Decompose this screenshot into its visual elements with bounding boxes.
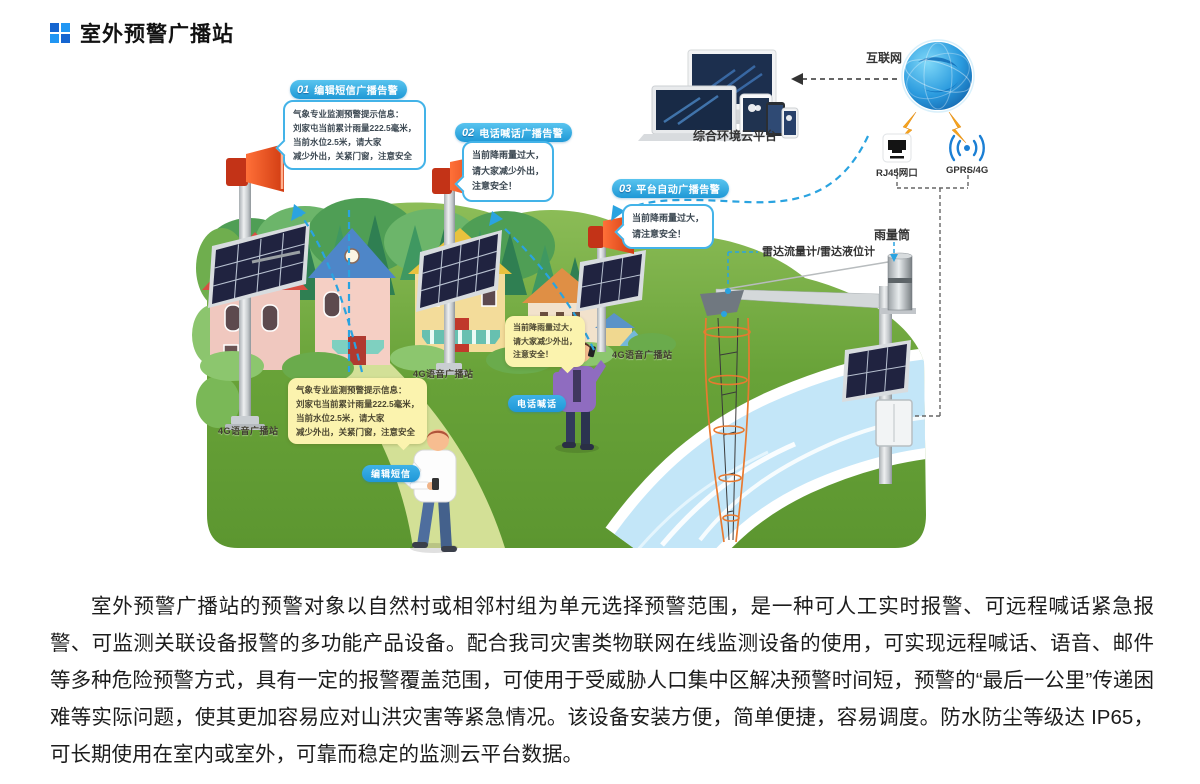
sms-alert-line: 气象专业监测预警提示信息：: [293, 109, 404, 119]
phone-speech-bubble: 当前降雨量过大， 请大家减少外出， 注意安全！: [505, 316, 585, 373]
callout-03-number: 03: [619, 182, 632, 195]
wired-connectors: [896, 168, 969, 417]
radar-pointer-dot: [725, 288, 731, 294]
rain-gauge-pointer-arrow: [890, 254, 898, 262]
station-label-2: 4G语音广播站: [413, 369, 474, 379]
callout-01-number: 01: [297, 83, 310, 96]
cloud-platform-devices: [638, 49, 799, 141]
gprs-label: GPRS/4G: [946, 165, 989, 176]
internet-label: 互联网: [866, 51, 903, 65]
sms-speech-line: 减少外出，关紧门窗，注意安全: [296, 427, 416, 437]
hydrology-monitoring-station: [700, 252, 916, 543]
gprs-4g-icon: [949, 134, 985, 162]
call-alert-bubble: 当前降雨量过大， 请大家减少外出， 注意安全！: [454, 141, 555, 202]
edit-sms-pill: 编辑短信: [362, 465, 421, 482]
cloud-platform-label: 综合环境云平台: [692, 129, 777, 143]
internet-globe: [901, 39, 975, 113]
callout-03-badge: 03 平台自动广播告警: [612, 179, 730, 198]
signal-arrowheads: [291, 204, 625, 226]
sms-speech-line: 当前水位2.5米，请大家: [296, 413, 385, 423]
sms-alert-line: 减少外出，关紧门窗，注意安全: [293, 151, 413, 161]
callout-03-title: 平台自动广播告警: [636, 185, 721, 196]
auto-alert-line: 当前降雨量过大，: [632, 213, 705, 223]
product-description: 室外预警广播站的预警对象以自然村或相邻村组为单元选择预警范围，是一种可人工实时报…: [50, 595, 1154, 766]
rj45-label: RJ45网口: [876, 168, 918, 179]
rain-gauge-label: 雨量筒: [874, 228, 911, 242]
call-alert-line: 请大家减少外出，: [472, 165, 545, 176]
callout-02-title: 电话喊话广播告警: [479, 129, 564, 140]
callout-01-badge: 01 编辑短信广播告警: [290, 80, 408, 99]
station-label-3: 4G语音广播站: [612, 350, 673, 360]
phone-speech-line: 当前降雨量过大，: [513, 323, 577, 332]
station-label-1: 4G语音广播站: [218, 426, 279, 436]
title-squares-icon: [50, 23, 70, 43]
callout-02-badge: 02 电话喊话广播告警: [455, 123, 573, 142]
rj45-port-icon: [882, 133, 912, 163]
sms-alert-bubble: 气象专业监测预警提示信息： 刘家屯当前累计雨量222.5毫米， 当前水位2.5米…: [275, 100, 427, 170]
radar-sensor-label: 雷达流量计/雷达液位计: [762, 246, 876, 258]
sms-speech-bubble: 气象专业监测预警提示信息： 刘家屯当前累计雨量222.5毫米， 当前水位2.5米…: [288, 378, 428, 451]
broadcast-station-2: [416, 154, 502, 375]
auto-alert-line: 请注意安全！: [632, 228, 687, 239]
sms-speech-line: 刘家屯当前累计雨量222.5毫米，: [296, 399, 420, 409]
call-alert-line: 注意安全！: [472, 181, 518, 191]
platform-internet-link: [791, 73, 900, 85]
sms-alert-line: 当前水位2.5米，请大家: [293, 137, 382, 147]
auto-alert-bubble: 当前降雨量过大， 请注意安全！: [614, 204, 715, 249]
callout-02-number: 02: [462, 126, 475, 139]
phone-speech-line: 请大家减少外出，: [513, 336, 577, 346]
phone-speech-line: 注意安全！: [513, 350, 553, 359]
sensor-pointer-lines: [727, 242, 895, 286]
call-alert-line: 当前降雨量过大，: [472, 150, 545, 160]
sms-alert-line: 刘家屯当前累计雨量222.5毫米，: [293, 123, 417, 133]
phone-call-pill: 电话喊话: [508, 395, 567, 412]
callout-01-title: 编辑短信广播告警: [314, 86, 399, 97]
broadcast-station-1: [208, 144, 310, 430]
scene-artwork: [192, 39, 985, 553]
signal-flow-arrows: [299, 135, 869, 373]
page-title-text: 室外预警广播站: [80, 23, 234, 46]
sms-speech-line: 气象专业监测预警提示信息：: [296, 385, 407, 395]
illustration-scene: 01 编辑短信广播告警 气象专业监测预警提示信息： 刘家屯当前累计雨量222.5…: [192, 39, 989, 553]
page-title: 室外预警广播站: [50, 18, 234, 48]
